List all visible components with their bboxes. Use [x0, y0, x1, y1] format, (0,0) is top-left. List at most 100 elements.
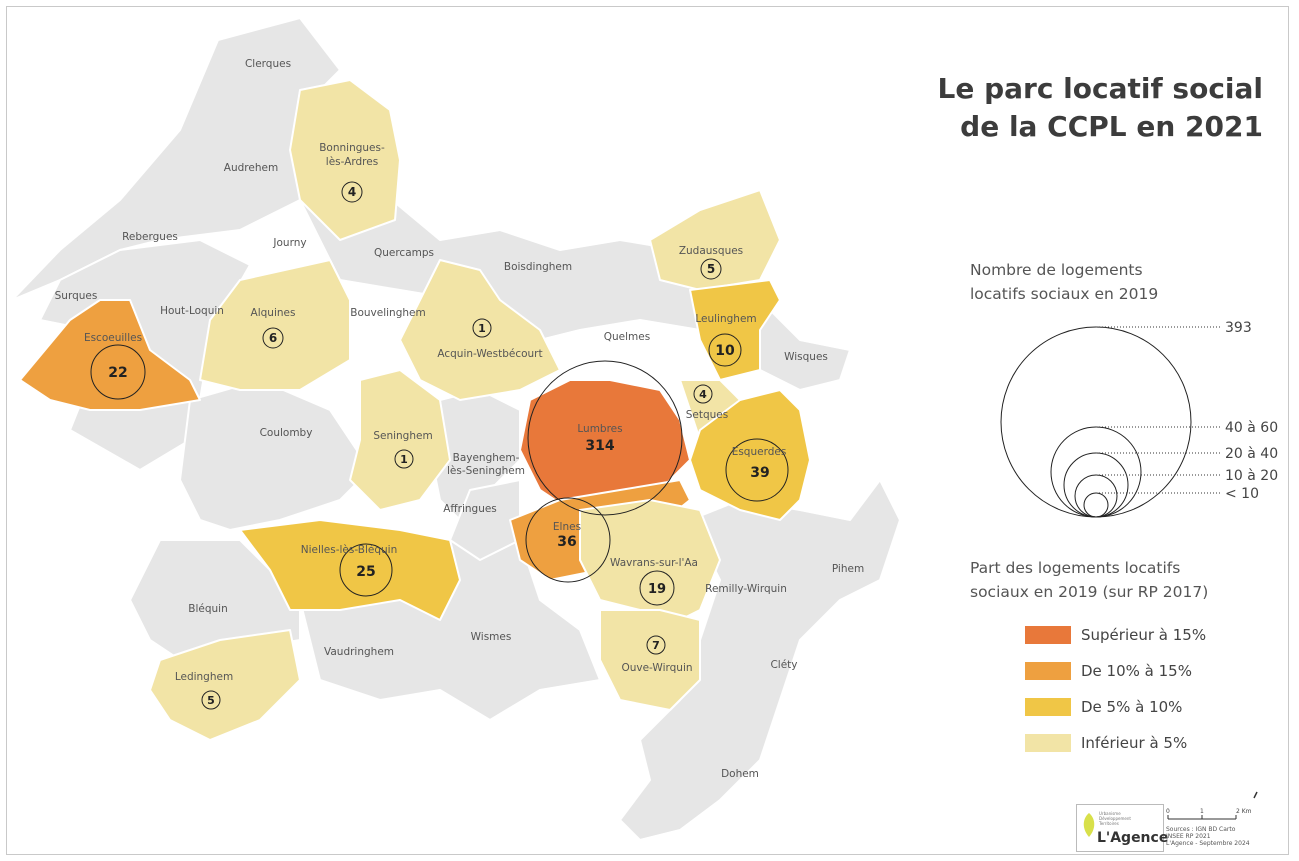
territory-choropleth [19, 79, 811, 741]
circle-elnes [525, 497, 611, 583]
circle-bonningues [341, 181, 363, 203]
circle-wavrans [639, 570, 675, 606]
label-surques: Surques [55, 290, 98, 302]
legend-swatch-over-15 [1025, 626, 1071, 644]
label-clety: Cléty [770, 659, 797, 671]
circle-esquerdes [725, 438, 789, 502]
legend-circle-393 [1000, 326, 1192, 518]
legend-swatch-under-5 [1025, 734, 1071, 752]
legend-swatch-10-15 [1025, 662, 1071, 680]
count-zudausques: 5 [707, 262, 715, 276]
label-blequin: Bléquin [188, 603, 227, 615]
commune-shape-east-south [619, 479, 901, 841]
color-legend-title: Part des logements locatifs sociaux en 2… [970, 556, 1208, 604]
commune-shape-ledinghem [149, 629, 301, 741]
map-frame [6, 6, 1289, 855]
label-bonningues-1: Bonningues- [319, 142, 385, 154]
count-acquin: 1 [478, 322, 486, 335]
label-seninghem: Seninghem [373, 430, 432, 442]
commune-shape-affringues [449, 479, 521, 561]
circle-acquin [472, 318, 492, 338]
logo-wordmark: L'Agence [1097, 830, 1169, 846]
north-arrow-icon [1253, 791, 1258, 799]
label-coulomby: Coulomby [260, 427, 313, 439]
legend-class-label: Inférieur à 5% [1081, 734, 1188, 752]
label-rebergues: Rebergues [122, 231, 178, 243]
legend-class-5-10: De 5% à 10% [1025, 695, 1182, 719]
legend-label-20-40: 20 à 40 [1225, 446, 1278, 462]
label-esquerdes: Esquerdes [732, 446, 787, 458]
label-wavrans: Wavrans-sur-l'Aa [610, 557, 698, 569]
label-journy: Journy [272, 237, 306, 249]
label-audrehem: Audrehem [224, 162, 278, 174]
circle-alquines [262, 327, 284, 349]
map-title-line-1: Le parc locatif social [937, 72, 1264, 105]
label-hout-loquin: Hout-Loquin [160, 305, 224, 317]
label-lumbres: Lumbres [577, 423, 622, 435]
label-acquin: Acquin-Westbécourt [437, 348, 542, 360]
commune-shape-nielles [239, 519, 461, 621]
size-legend [1000, 326, 1220, 518]
size-legend-title-line-1: Nombre de logements [970, 261, 1143, 279]
legend-class-label: De 5% à 10% [1081, 698, 1183, 716]
legend-class-under-5: Inférieur à 5% [1025, 731, 1187, 755]
label-wisques: Wisques [784, 351, 828, 363]
color-legend-title-line-2: sociaux en 2019 (sur RP 2017) [970, 583, 1209, 601]
count-setques: 4 [699, 388, 707, 401]
count-ouve-wirquin: 7 [652, 639, 660, 652]
label-alquines: Alquines [251, 307, 296, 319]
label-leulinghem: Leulinghem [695, 313, 756, 325]
count-ledinghem: 5 [207, 694, 215, 707]
circle-lumbres [527, 360, 683, 516]
map-title: Le parc locatif social de la CCPL en 202… [938, 70, 1264, 146]
commune-shape-lumbres [519, 379, 691, 511]
count-alquines: 6 [269, 331, 277, 345]
label-bonningues-2: lès-Ardres [326, 156, 378, 168]
commune-shape-acquin [399, 259, 561, 401]
label-quelmes: Quelmes [604, 331, 650, 343]
label-bouvelinghem: Bouvelinghem [350, 307, 425, 319]
legend-circle-10-20 [1074, 474, 1118, 518]
count-lumbres: 314 [585, 438, 614, 454]
label-ledinghem: Ledinghem [175, 671, 233, 683]
commune-shape-ouve-wirquin [599, 609, 701, 711]
proportional-circles [90, 181, 789, 710]
circle-leulinghem [708, 333, 742, 367]
label-nielles: Nielles-lès-Bléquin [301, 544, 398, 556]
legend-label-393: 393 [1225, 320, 1252, 336]
logo-tagline: Urbanisme Développement Territoires [1099, 811, 1131, 826]
commune-shape-seninghem [349, 369, 451, 511]
commune-shape-north [11, 17, 341, 301]
label-zudausques: Zudausques [679, 245, 743, 257]
label-remilly-wirquin: Remilly-Wirquin [705, 583, 787, 595]
legend-class-over-15: Supérieur à 15% [1025, 623, 1206, 647]
commune-shape-wavrans [579, 499, 721, 621]
circle-escoeuilles [90, 344, 146, 400]
label-escoeuilles: Escoeuilles [84, 332, 142, 344]
legend-class-label: Supérieur à 15% [1081, 626, 1207, 644]
label-clerques: Clerques [245, 58, 291, 70]
circle-ledinghem [201, 690, 221, 710]
label-setques: Setques [686, 409, 729, 421]
size-legend-labels: 393 40 à 60 20 à 40 10 à 20 < 10 [1225, 320, 1278, 502]
commune-shape-esquerdes [689, 389, 811, 521]
scale-bar: 0 1 2 Km [1166, 791, 1258, 820]
legend-label-40-60: 40 à 60 [1225, 420, 1278, 436]
scale-label-2: 2 Km [1236, 808, 1252, 815]
count-nielles: 25 [356, 564, 375, 580]
label-elnes: Elnes [553, 521, 581, 533]
circle-ouve-wirquin [646, 635, 666, 655]
map-title-line-2: de la CCPL en 2021 [960, 110, 1263, 143]
circle-setques [693, 384, 713, 404]
count-esquerdes: 39 [750, 465, 769, 481]
sources-note: Sources : IGN BD Carto INSEE RP 2021 L'A… [1166, 826, 1250, 847]
label-dohem: Dohem [721, 768, 759, 780]
count-bonningues: 4 [348, 185, 356, 199]
count-elnes: 36 [557, 534, 576, 550]
circle-nielles [339, 543, 393, 597]
commune-labels: Clerques Bonningues- lès-Ardres 4 Audreh… [55, 58, 865, 780]
legend-circle-40-60 [1050, 426, 1142, 518]
legend-label-10-20: 10 à 20 [1225, 468, 1278, 484]
label-ouve-wirquin: Ouve-Wirquin [621, 662, 692, 674]
